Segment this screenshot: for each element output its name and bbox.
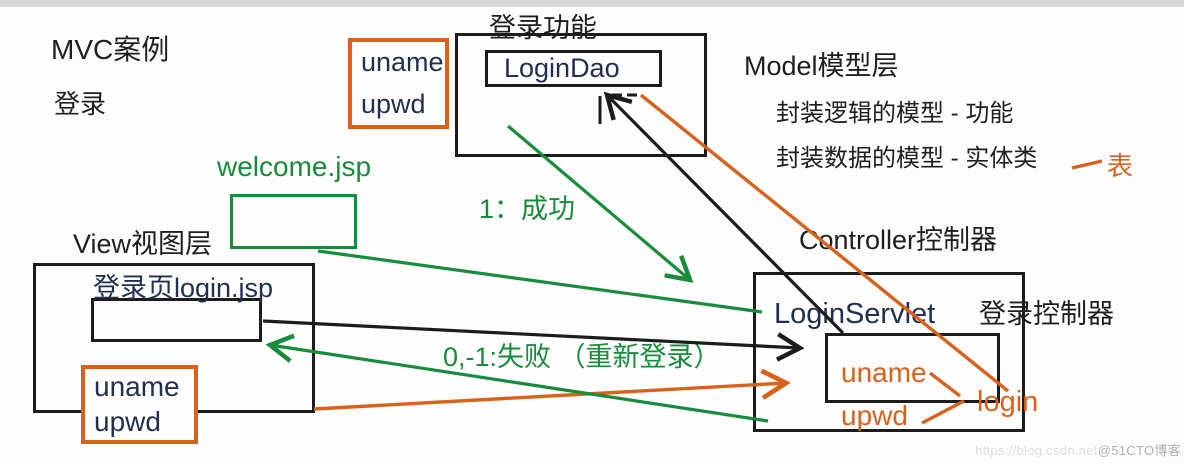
arrow-viewparams-to-servlet [313, 368, 791, 411]
watermark-url: https://blog.csdn.net [975, 443, 1098, 458]
table-label: 表 [1107, 151, 1134, 181]
model-layer-heading: Model模型层 [744, 51, 899, 81]
view-param-uname-label: uname [94, 370, 180, 402]
controller-param-uname-label: uname [841, 357, 927, 388]
model-bullet-logic: 封装逻辑的模型 - 功能 [776, 100, 1014, 127]
failure-annotation: 0,-1:失败 （重新登录） [443, 342, 721, 372]
loginservlet-label: LoginServlet [774, 298, 936, 330]
view-param-upwd-label: upwd [94, 406, 161, 438]
logindao-label: LoginDao [504, 52, 620, 83]
login-function-label: 登录功能 [489, 13, 597, 43]
login-controller-label: 登录控制器 [979, 299, 1114, 329]
page-title: MVC案例 [51, 34, 170, 65]
model-bullet-data: 封装数据的模型 - 实体类 [776, 145, 1038, 172]
watermark: https://blog.csdn.net@51CTO博客 [975, 440, 1181, 459]
top-gray-strip [0, 0, 1184, 7]
success-annotation: 1：成功 [479, 194, 576, 224]
model-param-uname-label: uname [361, 47, 444, 78]
login-input-box [91, 298, 262, 342]
welcome-jsp-box [230, 194, 357, 249]
model-params-box: uname upwd [348, 38, 449, 129]
view-params-box: uname upwd [81, 365, 198, 444]
watermark-badge: @51CTO博客 [1097, 443, 1181, 458]
page-subtitle-login: 登录 [54, 89, 107, 119]
welcome-jsp-label: welcome.jsp [217, 151, 372, 182]
logindao-box: LoginDao [485, 50, 662, 87]
login-page-label: 登录页login.jsp [93, 273, 274, 303]
login-method-label: login [977, 386, 1039, 418]
dash-entity-to-table [1071, 159, 1103, 170]
view-layer-heading: View视图层 [73, 229, 213, 259]
line-servlet-to-welcome [317, 249, 763, 314]
model-param-upwd-label: upwd [361, 88, 426, 119]
controller-param-upwd-label: upwd [841, 400, 908, 431]
controller-heading: Controller控制器 [799, 225, 998, 255]
